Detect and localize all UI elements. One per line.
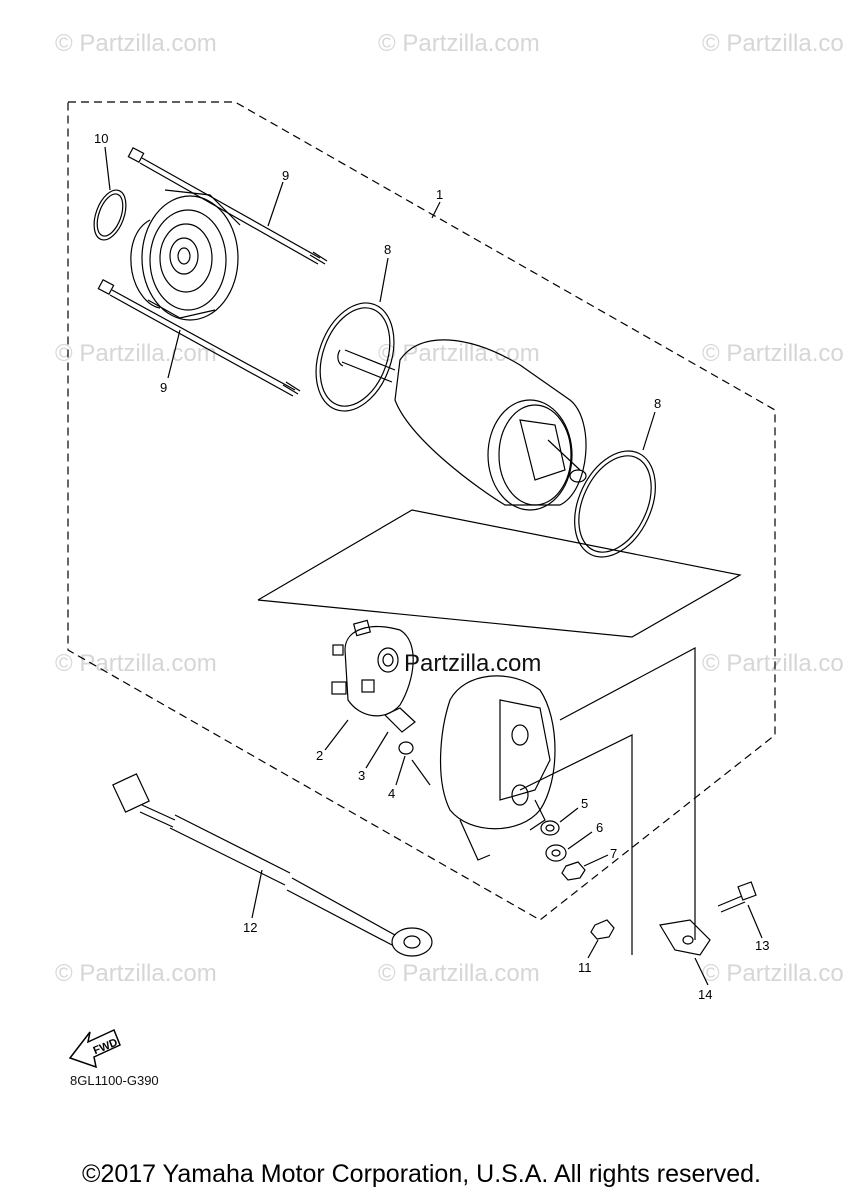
- bracket-14-hole: [682, 935, 694, 945]
- watermark: © Partzilla.com: [702, 30, 843, 57]
- callout-10: 10: [94, 131, 108, 146]
- washer-6-hole: [551, 849, 561, 857]
- callout-9-upper: 9: [282, 168, 289, 183]
- reference-plane: [257, 509, 742, 638]
- leader-3: [365, 731, 389, 769]
- watermark: © Partzilla.com: [55, 30, 217, 57]
- bolt-9-upper: [127, 146, 328, 265]
- leader-8-lower: [642, 411, 656, 451]
- nut-11: [590, 919, 615, 940]
- callout-1: 1: [436, 187, 443, 202]
- brush-3: [383, 707, 416, 733]
- leader-5: [559, 807, 579, 823]
- leader-9-upper: [267, 181, 284, 227]
- o-ring-10: [93, 189, 127, 241]
- leader-1: [431, 201, 441, 219]
- leader-12: [251, 869, 263, 919]
- rear-cover: [439, 675, 556, 861]
- assembly-boundary: [67, 101, 776, 921]
- front-cover: [130, 189, 241, 321]
- callout-3: 3: [358, 768, 365, 783]
- watermark: © Partzilla.com: [378, 960, 540, 987]
- callout-11: 11: [578, 960, 592, 975]
- leader-6: [567, 831, 593, 850]
- bracket-14: [659, 919, 711, 956]
- callout-8-upper: 8: [384, 242, 391, 257]
- watermark: © Partzilla.com: [55, 960, 217, 987]
- callout-14: 14: [698, 987, 712, 1002]
- starter-cable-12: [112, 773, 433, 957]
- callout-7: 7: [610, 846, 617, 861]
- callout-12: 12: [243, 920, 257, 935]
- callout-6: 6: [596, 820, 603, 835]
- nut-5: [540, 820, 560, 836]
- o-ring-8-lower: [574, 450, 656, 558]
- reference-line: [519, 734, 633, 955]
- leader-13: [747, 904, 763, 939]
- bolt-9-lower: [97, 278, 301, 397]
- leader-8-upper: [379, 257, 389, 303]
- washer-6: [545, 844, 567, 862]
- washer-4: [398, 741, 414, 755]
- reference-line: [411, 759, 431, 786]
- callout-8-lower: 8: [654, 396, 661, 411]
- watermark: © Partzilla.com: [702, 650, 843, 677]
- leader-9-lower: [167, 329, 181, 379]
- callout-13: 13: [755, 938, 769, 953]
- callout-4: 4: [388, 786, 395, 801]
- o-ring-8-upper: [315, 302, 395, 412]
- leader-7: [583, 854, 609, 867]
- brush-holder-2: [331, 619, 414, 717]
- watermark: © Partzilla.com: [702, 960, 843, 987]
- watermark: © Partzilla.com: [55, 340, 217, 367]
- diagram-code: 8GL1100-G390: [70, 1073, 159, 1088]
- o-ring-8-lower-inner: [578, 455, 652, 553]
- nut-5-hole: [545, 824, 555, 832]
- leader-10: [104, 146, 111, 191]
- watermark: © Partzilla.com: [55, 650, 217, 677]
- nut-7: [561, 861, 586, 881]
- fwd-arrow: [68, 1028, 121, 1069]
- bolt-13: [717, 881, 757, 913]
- copyright-notice: ©2017 Yamaha Motor Corporation, U.S.A. A…: [82, 1160, 761, 1188]
- watermark: © Partzilla.com: [378, 30, 540, 57]
- reference-line: [559, 647, 696, 940]
- starter-yoke: [337, 339, 587, 511]
- callout-2: 2: [316, 748, 323, 763]
- center-watermark: Partzilla.com: [404, 650, 542, 677]
- callout-5: 5: [581, 796, 588, 811]
- leader-11: [587, 939, 599, 959]
- leader-4: [395, 755, 406, 786]
- watermark: © Partzilla.com: [702, 340, 843, 367]
- leader-14: [694, 957, 709, 986]
- o-ring-8-upper-inner: [319, 307, 391, 407]
- fwd-label: FWD: [92, 1037, 120, 1058]
- callout-9-lower: 9: [160, 380, 167, 395]
- leader-2: [324, 719, 349, 751]
- o-ring-10-inner: [96, 193, 124, 237]
